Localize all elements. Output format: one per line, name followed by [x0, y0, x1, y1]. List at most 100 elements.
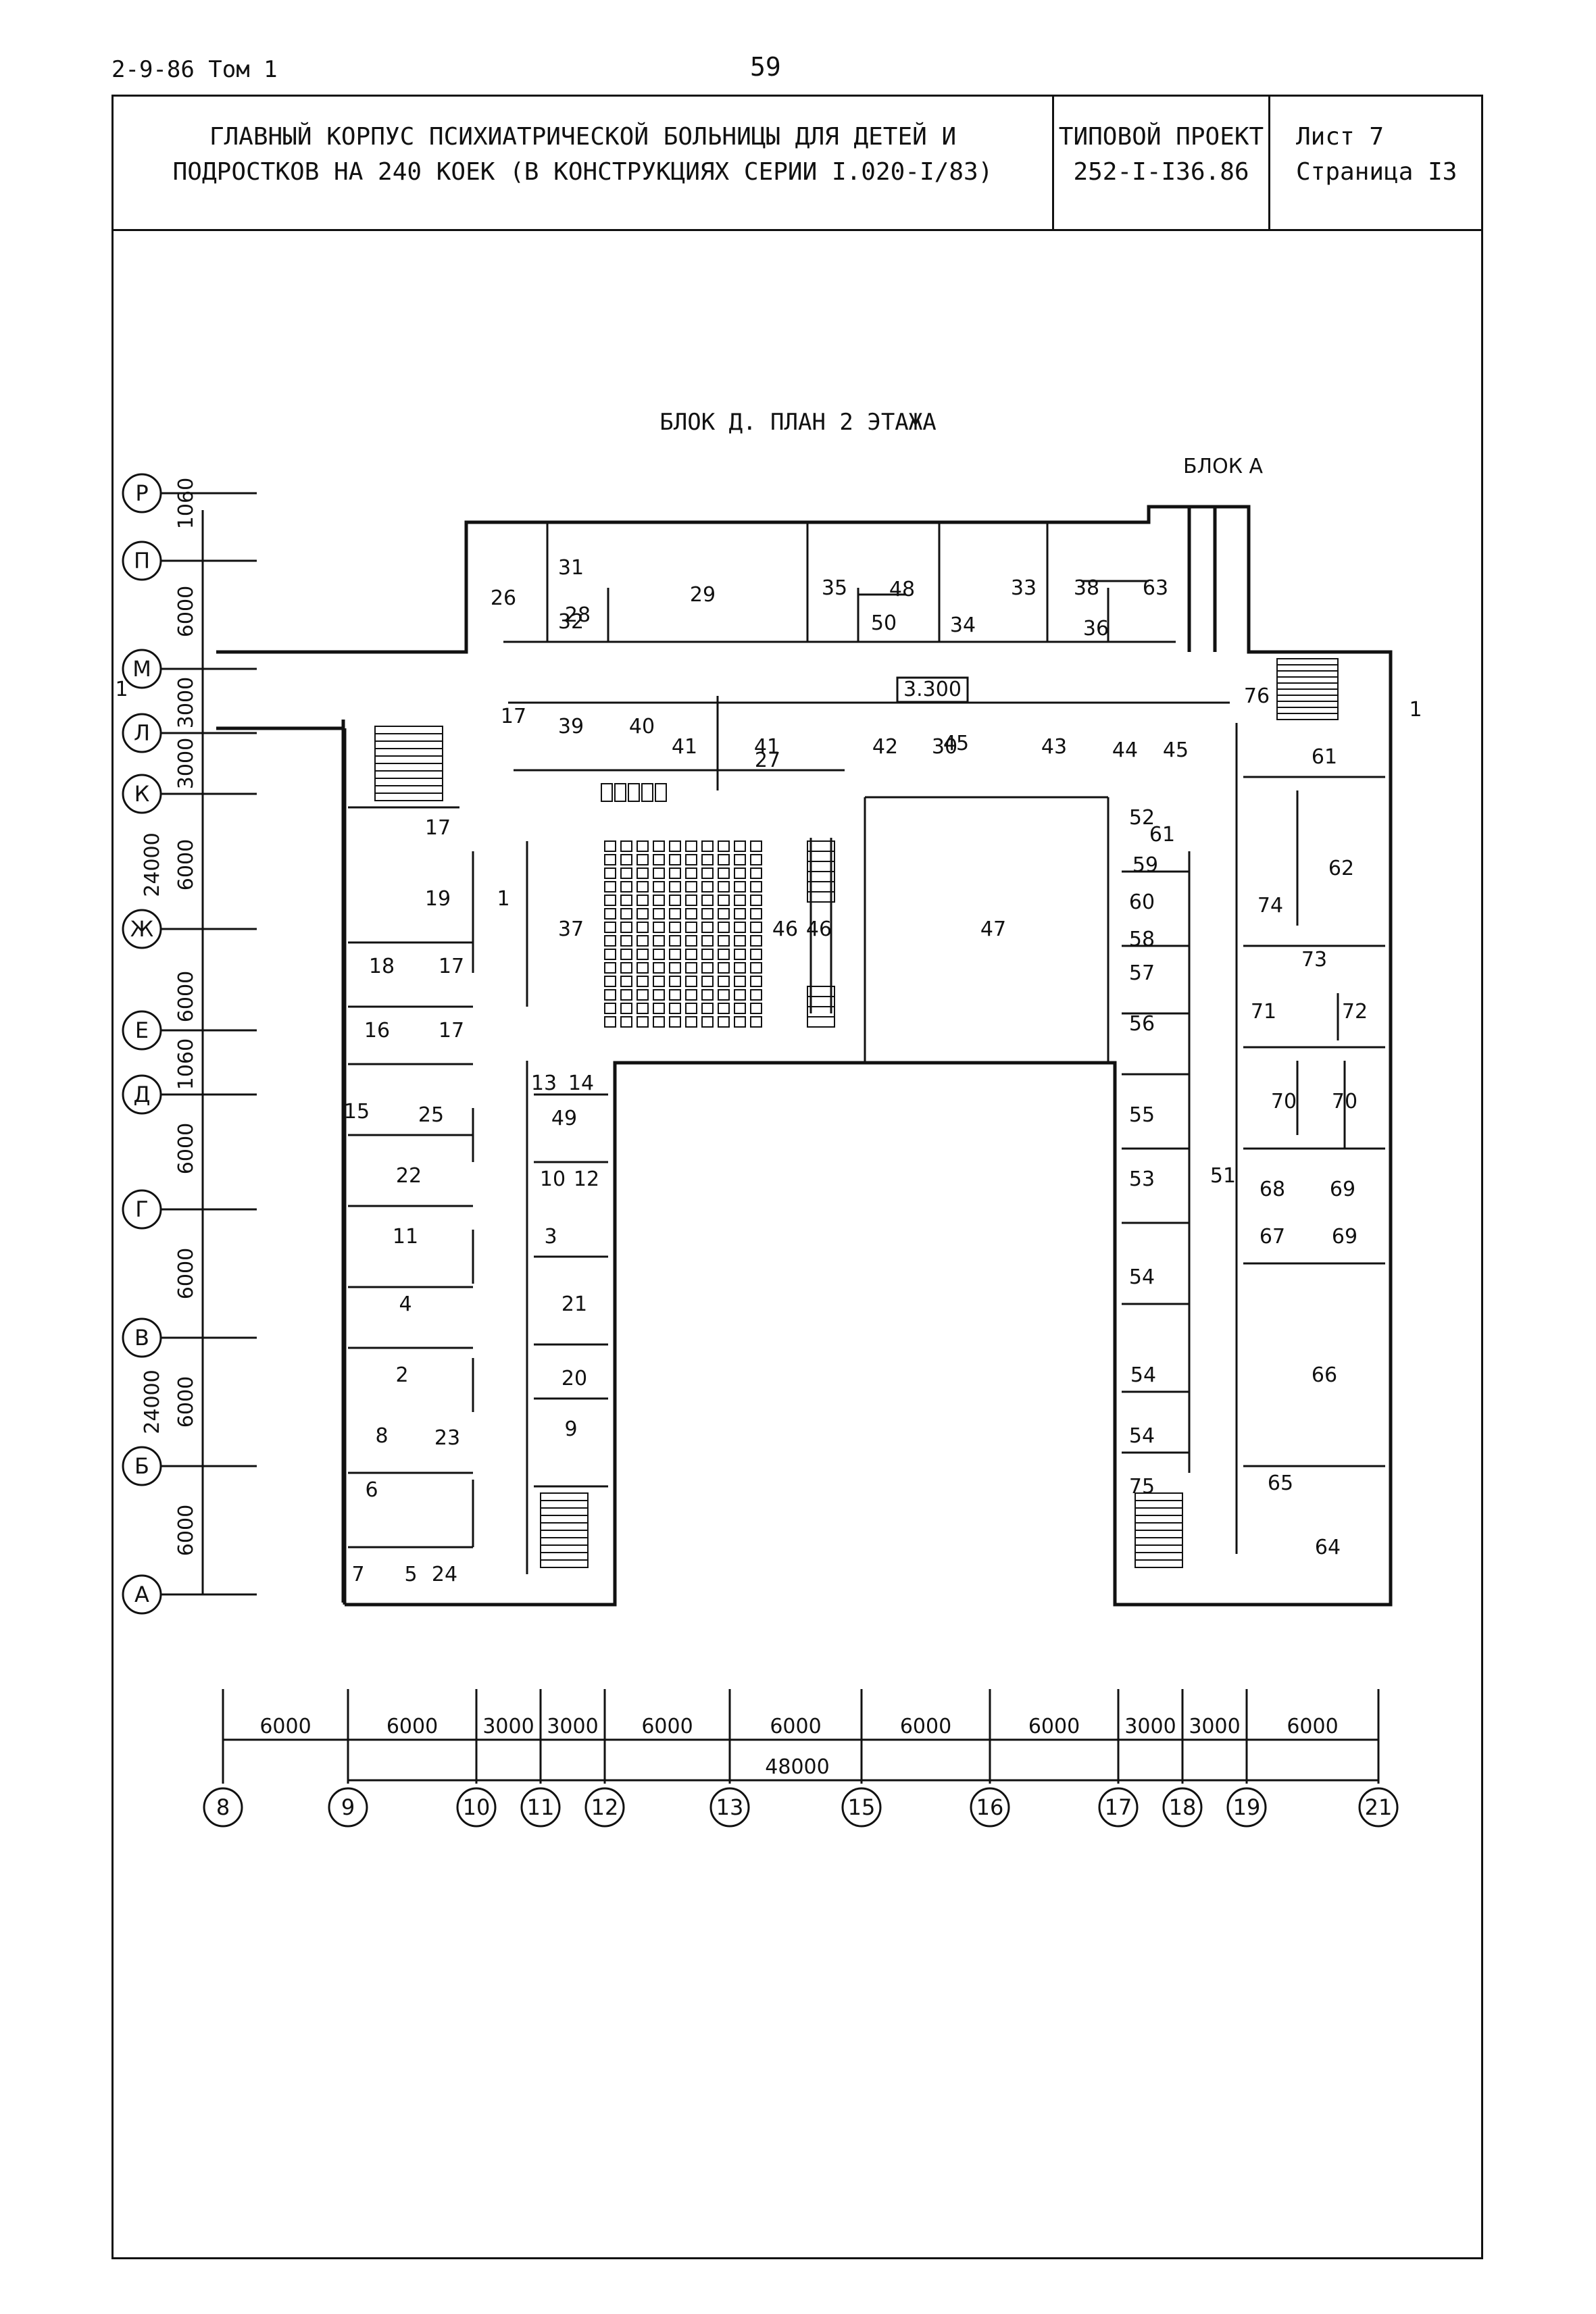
room-number: 53 [1129, 1167, 1155, 1191]
room-number: 51 [1210, 1164, 1236, 1188]
auditorium-seat [620, 976, 632, 987]
column-axis-bubble [841, 1787, 882, 1828]
room-number: 76 [1244, 684, 1270, 708]
row-dimension: 6000 [174, 839, 198, 890]
room-number: 64 [1315, 1536, 1341, 1559]
auditorium-seat [750, 976, 762, 987]
auditorium-seat [750, 908, 762, 920]
auditorium-seat [734, 881, 746, 892]
room-number: 7 [351, 1563, 364, 1586]
auditorium-seat [750, 1016, 762, 1028]
row-axis-label: М [132, 656, 151, 682]
auditorium-seat [620, 922, 632, 933]
room-number: 18 [369, 955, 395, 978]
room-number: 41 [754, 735, 780, 759]
auditorium-seat [637, 1003, 649, 1014]
room-number: 73 [1301, 948, 1327, 972]
block-a-label: БЛОК А [1183, 455, 1264, 478]
column-axis-label: 10 [463, 1794, 491, 1820]
column-dimension: 6000 [1287, 1715, 1338, 1738]
row-dimension: 3000 [174, 738, 198, 789]
auditorium-seat [653, 976, 665, 987]
room-number: 57 [1129, 961, 1155, 985]
room-number: 46 [806, 917, 832, 941]
auditorium-seat [718, 881, 730, 892]
row-dimension: 1060 [174, 1038, 198, 1090]
auditorium-seat [734, 935, 746, 947]
auditorium-seat [685, 949, 697, 960]
row-dimension: 24000 [141, 832, 164, 897]
room-number: 54 [1129, 1424, 1155, 1448]
row-dimension: 24000 [141, 1369, 164, 1434]
auditorium-seat [685, 1003, 697, 1014]
column-dimension: 6000 [259, 1715, 311, 1738]
auditorium-seat [750, 989, 762, 1001]
auditorium-seat [620, 867, 632, 879]
room-number: 50 [871, 611, 897, 635]
project-number: 252-I-I36.86 [1073, 158, 1249, 186]
room-number: 9 [564, 1417, 577, 1441]
column-dimension: 3000 [547, 1715, 598, 1738]
title-block-divider [1268, 95, 1270, 231]
column-axis-bubble [709, 1787, 750, 1828]
row-axis-label: А [134, 1582, 149, 1607]
auditorium-seat [701, 854, 714, 865]
auditorium-seat [750, 895, 762, 906]
auditorium-seat [620, 1016, 632, 1028]
sheet-number: Лист 7 [1296, 123, 1385, 151]
room-number: 44 [1112, 738, 1138, 762]
auditorium-seat [653, 867, 665, 879]
auditorium-seat [604, 1003, 616, 1014]
row-axis-label: В [134, 1325, 149, 1351]
auditorium-seat [750, 922, 762, 933]
room-number: 31 [558, 556, 584, 580]
auditorium-seat [685, 867, 697, 879]
room-number: 61 [1149, 823, 1175, 847]
auditorium-seat [669, 949, 681, 960]
row-axis-label: Р [135, 480, 148, 506]
room-number: 11 [393, 1225, 418, 1249]
auditorium-seat [750, 854, 762, 865]
room-number: 70 [1271, 1090, 1297, 1113]
auditorium-seat [734, 867, 746, 879]
room-number: 55 [1129, 1103, 1155, 1127]
auditorium-seat [669, 840, 681, 852]
auditorium-seat [637, 962, 649, 974]
auditorium-seat [734, 1003, 746, 1014]
room-number: 4 [399, 1292, 412, 1316]
column-dimension: 6000 [386, 1715, 438, 1738]
room-number: 13 [531, 1072, 557, 1095]
auditorium-seat [604, 881, 616, 892]
auditorium-seat [685, 922, 697, 933]
column-axis-bubble [970, 1787, 1010, 1828]
auditorium-seat [604, 962, 616, 974]
auditorium-seat [734, 854, 746, 865]
auditorium-seat [620, 908, 632, 920]
room-number: 17 [425, 816, 451, 840]
room-number: 48 [889, 578, 915, 601]
column-axis-label: 19 [1233, 1794, 1261, 1820]
column-dimension: 6000 [900, 1715, 951, 1738]
auditorium-seat [653, 962, 665, 974]
room-number: 37 [558, 917, 584, 941]
room-number: 41 [672, 735, 697, 759]
auditorium-seat [750, 935, 762, 947]
auditorium-seat [718, 895, 730, 906]
room-number: 36 [1083, 617, 1109, 640]
auditorium-seat [718, 854, 730, 865]
auditorium-seat [718, 867, 730, 879]
auditorium-seat [734, 1016, 746, 1028]
column-axis-label: 17 [1105, 1794, 1132, 1820]
auditorium-seat [653, 1003, 665, 1014]
room-number: 42 [872, 735, 898, 759]
document-code: 2-9-86 Том 1 [111, 56, 278, 83]
auditorium-seat [653, 881, 665, 892]
column-axis-label: 9 [341, 1794, 355, 1820]
auditorium-seat [620, 962, 632, 974]
auditorium-seat [685, 854, 697, 865]
auditorium-seat [701, 962, 714, 974]
row-dimension: 6000 [174, 586, 198, 637]
auditorium-seat [620, 854, 632, 865]
auditorium-seat [637, 895, 649, 906]
column-axis-bubble [520, 1787, 561, 1828]
